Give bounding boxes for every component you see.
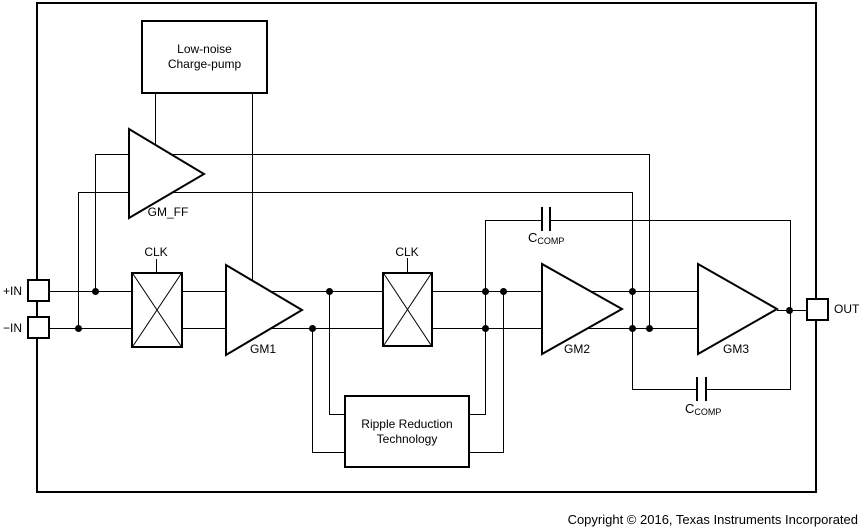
wire xyxy=(329,414,345,415)
diagram-outer-border xyxy=(36,2,817,493)
wire xyxy=(78,192,79,328)
clk1-label: CLK xyxy=(144,245,168,259)
feedforward-wire-top xyxy=(96,154,650,155)
wire xyxy=(469,414,486,415)
wire xyxy=(485,220,486,415)
charge-pump-wire-right xyxy=(252,94,253,285)
wire xyxy=(312,452,345,453)
chopper-x-icon xyxy=(384,274,431,345)
gm1-amplifier-triangle xyxy=(225,263,304,357)
chopper1-block xyxy=(131,272,183,348)
ccomp-bottom-label: CCOMP xyxy=(685,402,721,419)
charge-pump-label-line1: Low-noise xyxy=(177,42,232,56)
junction-dot xyxy=(482,288,489,295)
signal-rail-top xyxy=(50,291,698,292)
pin-label-out: OUT xyxy=(834,302,860,316)
gm-ff-label: GM_FF xyxy=(147,205,189,219)
output-feedback-wire xyxy=(790,220,791,389)
clk2-label: CLK xyxy=(395,245,419,259)
junction-dot xyxy=(92,288,99,295)
gm1-label: GM1 xyxy=(249,342,276,356)
junction-dot xyxy=(326,288,333,295)
pin-in-negative xyxy=(27,316,50,339)
ccomp-top-wire xyxy=(550,220,790,221)
copyright-text: Copyright © 2016, Texas Instruments Inco… xyxy=(567,512,858,527)
ccomp-top-label-sub: COMP xyxy=(537,236,565,246)
capacitor-plate xyxy=(696,377,698,401)
clk2-tick xyxy=(407,258,408,272)
capacitor-plate xyxy=(705,377,707,401)
charge-pump-wire-left xyxy=(155,94,156,148)
signal-rail-bottom xyxy=(50,328,698,329)
wire xyxy=(649,154,650,328)
wire xyxy=(312,328,313,452)
ccomp-top-label: CCOMP xyxy=(528,231,564,248)
junction-dot xyxy=(786,307,793,314)
charge-pump-block: Low-noise Charge-pump xyxy=(141,20,268,94)
capacitor-plate xyxy=(549,207,551,231)
gm2-label: GM2 xyxy=(563,342,590,356)
ccomp-bottom-label-sub: COMP xyxy=(694,407,722,417)
pin-out xyxy=(806,298,829,321)
wire xyxy=(469,452,504,453)
charge-pump-label-line2: Charge-pump xyxy=(167,57,242,71)
chopper-x-icon xyxy=(133,274,181,346)
gm-ff-amplifier-triangle xyxy=(128,127,206,220)
wire xyxy=(503,291,504,452)
ccomp-bottom-wire xyxy=(707,389,791,390)
pin-label-in-positive: +IN xyxy=(2,284,22,298)
gm2-amplifier-triangle xyxy=(541,262,624,356)
clk1-tick xyxy=(156,259,157,272)
wire xyxy=(95,154,96,291)
chopper2-block xyxy=(382,272,433,347)
junction-dot xyxy=(629,288,636,295)
junction-dot xyxy=(482,325,489,332)
pin-label-in-negative: −IN xyxy=(2,321,22,335)
junction-dot xyxy=(646,325,653,332)
ripple-reduction-label-line1: Ripple Reduction xyxy=(361,416,453,431)
gm3-amplifier-triangle xyxy=(697,262,779,356)
feedforward-wire-bottom xyxy=(78,192,633,193)
junction-dot xyxy=(500,288,507,295)
junction-dot xyxy=(309,325,316,332)
ccomp-top-label-main: C xyxy=(528,230,538,245)
ccomp-bottom-label-main: C xyxy=(685,401,695,416)
ripple-reduction-block: Ripple Reduction Technology xyxy=(344,395,470,468)
junction-dot xyxy=(629,325,636,332)
capacitor-plate xyxy=(541,207,543,231)
pin-in-positive xyxy=(27,279,50,302)
ccomp-top-wire xyxy=(485,220,542,221)
junction-dot xyxy=(75,325,82,332)
wire xyxy=(329,291,330,414)
ripple-reduction-label-line2: Technology xyxy=(376,431,438,446)
ccomp-bottom-wire xyxy=(632,389,697,390)
gm3-label: GM3 xyxy=(722,342,749,356)
